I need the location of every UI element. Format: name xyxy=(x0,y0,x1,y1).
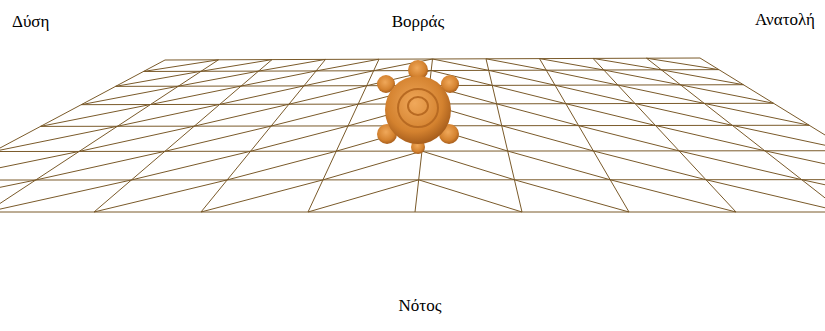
grid-line xyxy=(433,59,489,70)
grid-line xyxy=(150,86,241,104)
grid-line xyxy=(178,71,258,86)
grid-line xyxy=(304,71,374,86)
grid-line xyxy=(117,104,219,126)
grid-line xyxy=(0,212,825,213)
grid-line xyxy=(323,151,422,180)
grid-lines xyxy=(0,58,825,212)
grid-line xyxy=(732,125,825,150)
grid-line xyxy=(431,71,492,86)
grid-line xyxy=(259,59,326,71)
grid-line xyxy=(201,180,323,212)
grid-line xyxy=(316,59,379,71)
grid-line xyxy=(422,151,514,180)
grid-line xyxy=(227,151,336,180)
grid-line xyxy=(271,104,358,126)
grid-line xyxy=(489,70,555,85)
grid-line xyxy=(36,151,165,180)
grid-line xyxy=(765,151,825,180)
grid-line xyxy=(201,59,326,212)
grid-line xyxy=(0,126,117,151)
grid-line xyxy=(308,59,379,212)
grid-line xyxy=(618,85,704,103)
grid-line xyxy=(0,151,79,180)
grid-line xyxy=(201,60,272,72)
grid-line xyxy=(220,86,304,105)
grid-line xyxy=(0,60,219,212)
grid-line xyxy=(289,86,367,105)
grid-line xyxy=(251,126,348,151)
grid-line xyxy=(502,126,594,151)
grid-line xyxy=(610,180,736,212)
grid-line xyxy=(0,60,165,212)
grid-line xyxy=(647,58,719,69)
grid-line xyxy=(486,59,546,70)
grid-line xyxy=(593,58,736,212)
grid-line xyxy=(593,58,661,69)
grid-line xyxy=(308,180,419,212)
grid-line xyxy=(165,126,271,151)
grid-line xyxy=(579,126,680,151)
grid-line xyxy=(555,85,635,103)
grid-line xyxy=(540,59,604,70)
compass-label: Ανατολή xyxy=(755,10,815,30)
grid-line xyxy=(604,70,681,85)
grid-line xyxy=(241,71,316,86)
grid-line xyxy=(700,58,825,212)
grid-line xyxy=(593,151,706,180)
grid-line xyxy=(143,60,218,72)
grid-line xyxy=(802,180,825,212)
grid-line xyxy=(497,104,579,126)
grid-line xyxy=(704,103,809,125)
grid-line xyxy=(546,70,618,85)
grid-line xyxy=(706,180,825,212)
grid-line xyxy=(514,180,629,212)
grid-line xyxy=(94,180,227,212)
grid-line xyxy=(0,180,36,212)
compass-label: Δύση xyxy=(12,12,49,32)
grid-line xyxy=(661,70,743,85)
grid-line xyxy=(486,59,522,212)
grid-line xyxy=(681,85,774,103)
turtle-figure xyxy=(377,60,459,154)
grid-line xyxy=(419,180,522,212)
grid-line xyxy=(508,151,611,180)
grid-line xyxy=(635,104,732,126)
grid-line xyxy=(94,60,272,212)
grid-line xyxy=(647,58,825,212)
grid-line xyxy=(131,151,250,180)
grid-line xyxy=(492,85,566,103)
grid-line xyxy=(79,126,194,151)
grid-line xyxy=(194,104,289,126)
grid-line xyxy=(0,179,825,180)
compass-label: Βορράς xyxy=(392,12,444,32)
grid-line xyxy=(0,180,131,212)
compass-label: Νότος xyxy=(399,296,442,316)
grid-line xyxy=(566,104,656,126)
